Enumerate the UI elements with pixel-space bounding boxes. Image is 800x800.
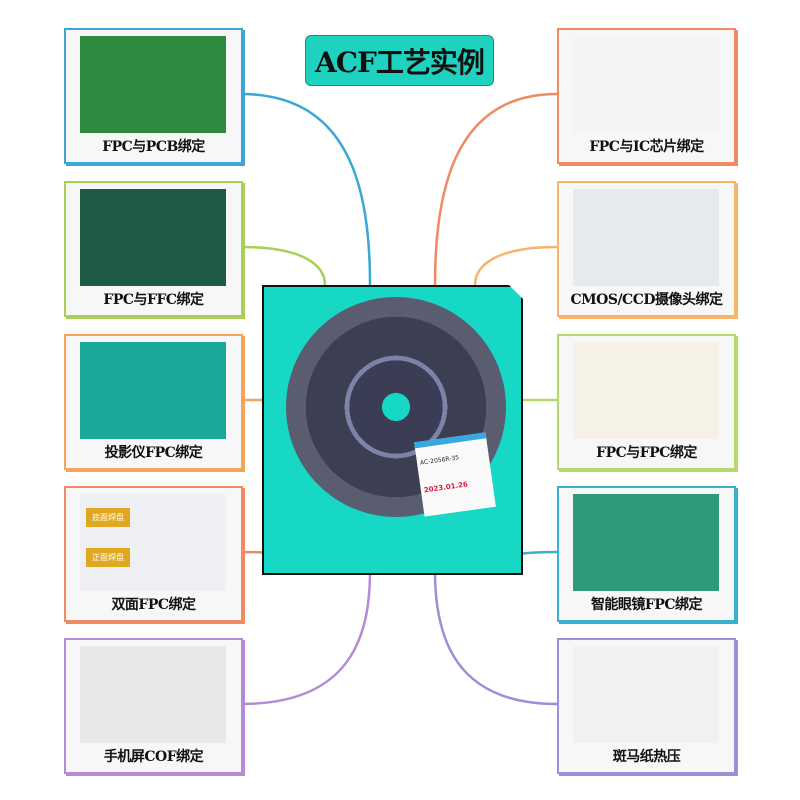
acf-reel-image: AC-2056R-35 2023.01.26: [262, 285, 523, 575]
example-card: 投影仪FPC绑定: [64, 334, 243, 470]
example-photo: [573, 646, 719, 743]
example-photo: 底面焊盘正面焊盘: [80, 494, 226, 591]
example-photo: [80, 36, 226, 133]
example-label: 手机屏COF绑定: [103, 749, 204, 765]
example-card: CMOS/CCD摄像头绑定: [557, 181, 736, 317]
example-photo: [80, 646, 226, 743]
example-photo: [573, 189, 719, 286]
example-photo: [80, 342, 226, 439]
example-label: 智能眼镜FPC绑定: [590, 597, 703, 613]
example-label: FPC与IC芯片绑定: [589, 139, 704, 155]
reel-date: 2023.01.26: [423, 480, 469, 495]
product-code: AC-2056R-35: [419, 454, 460, 467]
example-label: FPC与PCB绑定: [102, 139, 205, 155]
example-label: FPC与FPC绑定: [596, 445, 697, 461]
reel-label: AC-2056R-35 2023.01.26: [414, 432, 496, 517]
example-label: 双面FPC绑定: [111, 597, 196, 613]
connector-line: [240, 245, 327, 286]
example-label: 投影仪FPC绑定: [104, 445, 203, 461]
page-title: ACF工艺实例: [305, 35, 494, 86]
example-label: CMOS/CCD摄像头绑定: [570, 292, 723, 308]
connector-line: [433, 570, 558, 706]
connector-line: [240, 92, 372, 286]
example-card: FPC与FFC绑定: [64, 181, 243, 317]
example-photo: [573, 36, 719, 133]
example-photo: [573, 494, 719, 591]
example-card: 底面焊盘正面焊盘双面FPC绑定: [64, 486, 243, 622]
pad-label: 正面焊盘: [86, 548, 130, 567]
connector-line: [473, 245, 558, 286]
example-card: FPC与PCB绑定: [64, 28, 243, 164]
example-photo: [80, 189, 226, 286]
example-card: FPC与FPC绑定: [557, 334, 736, 470]
example-label: FPC与FFC绑定: [103, 292, 204, 308]
example-card: 斑马纸热压: [557, 638, 736, 774]
example-label: 斑马纸热压: [612, 749, 681, 765]
example-card: 手机屏COF绑定: [64, 638, 243, 774]
example-card: FPC与IC芯片绑定: [557, 28, 736, 164]
example-card: 智能眼镜FPC绑定: [557, 486, 736, 622]
example-photo: [573, 342, 719, 439]
connector-line: [433, 92, 558, 286]
pad-label: 底面焊盘: [86, 508, 130, 527]
connector-line: [240, 570, 372, 706]
